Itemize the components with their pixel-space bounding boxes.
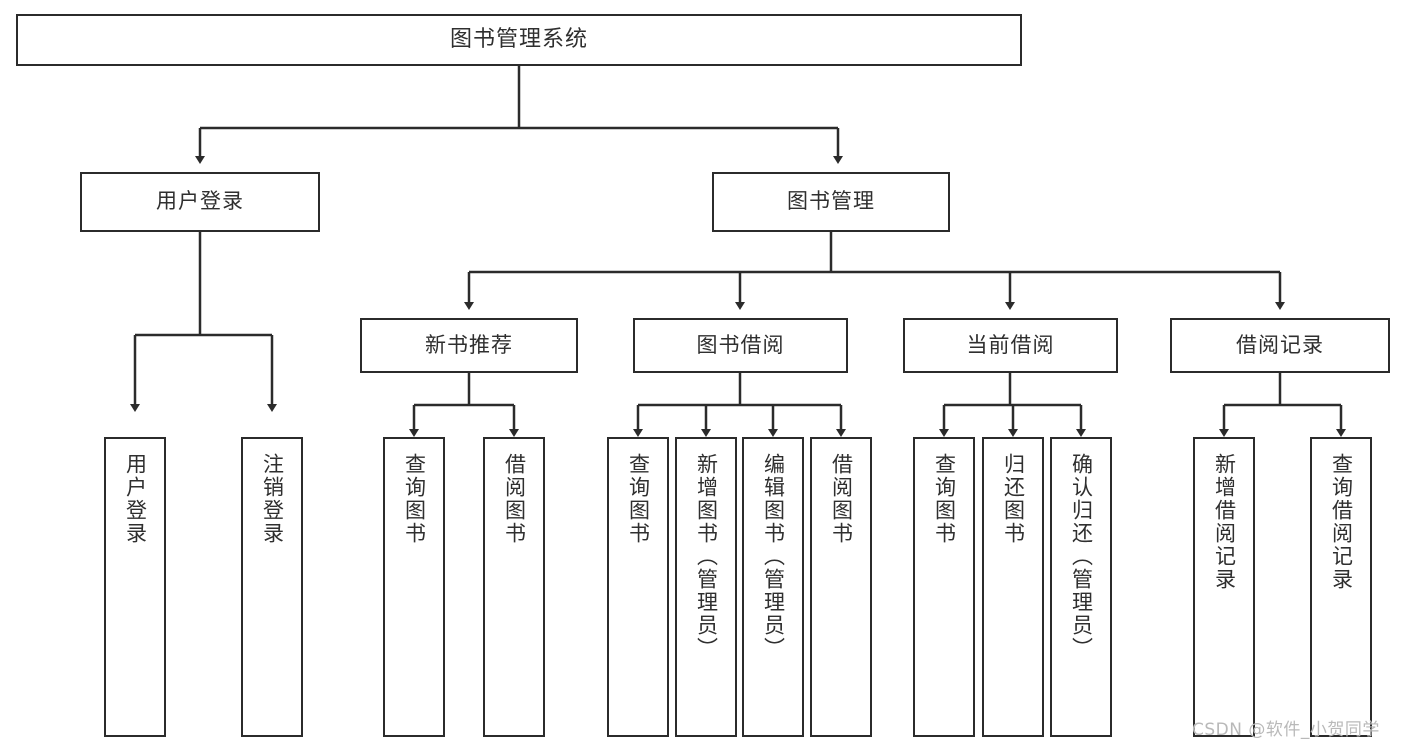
leaf-label: 借阅图书 bbox=[502, 453, 527, 545]
leaf-logout-login[interactable]: 注销登录 bbox=[241, 437, 303, 737]
node-label: 图书管理系统 bbox=[449, 26, 588, 52]
leaf-label: 新增图书（管理员） bbox=[694, 453, 719, 660]
node-label: 当前借阅 bbox=[966, 332, 1055, 357]
node-new-book-recommend[interactable]: 新书推荐 bbox=[360, 318, 578, 373]
node-label: 新书推荐 bbox=[425, 332, 513, 357]
leaf-query-borrow-record[interactable]: 查询借阅记录 bbox=[1310, 437, 1372, 737]
leaf-label: 用户登录 bbox=[123, 453, 148, 545]
leaf-query-book-new[interactable]: 查询图书 bbox=[383, 437, 445, 737]
leaf-add-borrow-record[interactable]: 新增借阅记录 bbox=[1193, 437, 1255, 737]
leaf-label: 借阅图书 bbox=[829, 453, 854, 545]
leaf-edit-book-admin[interactable]: 编辑图书（管理员） bbox=[742, 437, 804, 737]
leaf-add-book-admin[interactable]: 新增图书（管理员） bbox=[675, 437, 737, 737]
leaf-label: 编辑图书（管理员） bbox=[761, 453, 786, 660]
node-label: 借阅记录 bbox=[1236, 332, 1324, 357]
node-book-management[interactable]: 图书管理 bbox=[712, 172, 950, 232]
node-borrow-record[interactable]: 借阅记录 bbox=[1170, 318, 1390, 373]
leaf-label: 归还图书 bbox=[1001, 453, 1026, 545]
leaf-confirm-return-admin[interactable]: 确认归还（管理员） bbox=[1050, 437, 1112, 737]
csdn-watermark: CSDN @软件_小贺同学 bbox=[1192, 720, 1380, 740]
leaf-borrow-book-new[interactable]: 借阅图书 bbox=[483, 437, 545, 737]
leaf-return-book[interactable]: 归还图书 bbox=[982, 437, 1044, 737]
node-user-login[interactable]: 用户登录 bbox=[80, 172, 320, 232]
leaf-label: 注销登录 bbox=[260, 453, 285, 545]
leaf-query-book-current[interactable]: 查询图书 bbox=[913, 437, 975, 737]
leaf-label: 确认归还（管理员） bbox=[1069, 453, 1094, 660]
leaf-borrow-book[interactable]: 借阅图书 bbox=[810, 437, 872, 737]
leaf-label: 查询图书 bbox=[932, 453, 957, 545]
leaf-query-book-borrow[interactable]: 查询图书 bbox=[607, 437, 669, 737]
leaf-label: 新增借阅记录 bbox=[1212, 453, 1237, 591]
node-label: 图书借阅 bbox=[696, 332, 785, 357]
node-label: 用户登录 bbox=[156, 189, 244, 214]
node-label: 图书管理 bbox=[787, 189, 875, 214]
leaf-label: 查询借阅记录 bbox=[1329, 453, 1354, 591]
node-root-book-management-system[interactable]: 图书管理系统 bbox=[16, 14, 1022, 66]
leaf-label: 查询图书 bbox=[402, 453, 427, 545]
node-current-borrow[interactable]: 当前借阅 bbox=[903, 318, 1118, 373]
leaf-label: 查询图书 bbox=[626, 453, 651, 545]
leaf-user-login[interactable]: 用户登录 bbox=[104, 437, 166, 737]
node-book-borrow[interactable]: 图书借阅 bbox=[633, 318, 848, 373]
